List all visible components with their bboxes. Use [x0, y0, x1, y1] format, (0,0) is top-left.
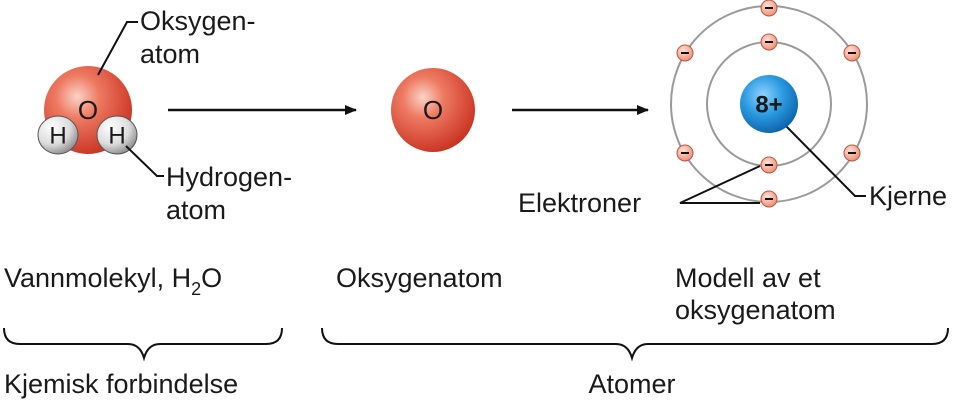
compound-brace — [3, 327, 283, 362]
nucleus-label: Kjerne — [869, 181, 947, 211]
hydrogen-right-sphere — [96, 115, 138, 155]
electron — [760, 156, 778, 174]
hydrogen-atom-label-line2: atom — [166, 195, 226, 225]
oxygen-atom-label-line2: atom — [140, 39, 200, 69]
compound-group-label: Kjemisk forbindelse — [4, 369, 238, 399]
oxygen-atom-label-line1: Oksygen- — [140, 6, 256, 36]
water-molecule: O H H — [37, 66, 138, 155]
hydrogen-right-symbol: H — [108, 122, 125, 149]
electron — [760, 0, 778, 17]
electron — [843, 44, 861, 62]
oxygen-atom-caption: Oksygenatom — [336, 263, 503, 293]
electron — [843, 144, 861, 162]
water-caption: Vannmolekyl, H2O — [4, 263, 222, 299]
model-caption-line2: oksygenatom — [675, 295, 836, 325]
water-oxygen-symbol: O — [78, 95, 98, 125]
model-caption-line1: Modell av et — [675, 263, 821, 293]
electron — [676, 44, 694, 62]
oxygen-atom-model: 8+ — [670, 0, 868, 208]
hydrogen-atom-label-line1: Hydrogen- — [166, 162, 292, 192]
nucleus-leader-line — [784, 124, 866, 197]
hydrogen-leader-line — [125, 145, 164, 177]
electron — [760, 33, 778, 51]
electron — [760, 190, 778, 208]
electrons-label: Elektroner — [518, 188, 641, 218]
oxygen-atom-sphere — [391, 68, 475, 152]
hydrogen-left-symbol: H — [49, 122, 66, 149]
oxygen-leader-line — [97, 21, 138, 76]
electrons-leader-line — [679, 165, 761, 204]
nucleus-charge: 8+ — [755, 91, 782, 118]
oxygen-atom-symbol: O — [423, 95, 443, 125]
nucleus — [740, 75, 798, 133]
atoms-brace — [321, 327, 949, 362]
hydrogen-left-sphere — [37, 115, 79, 155]
atoms-group-label: Atomer — [588, 369, 675, 399]
electron — [676, 144, 694, 162]
